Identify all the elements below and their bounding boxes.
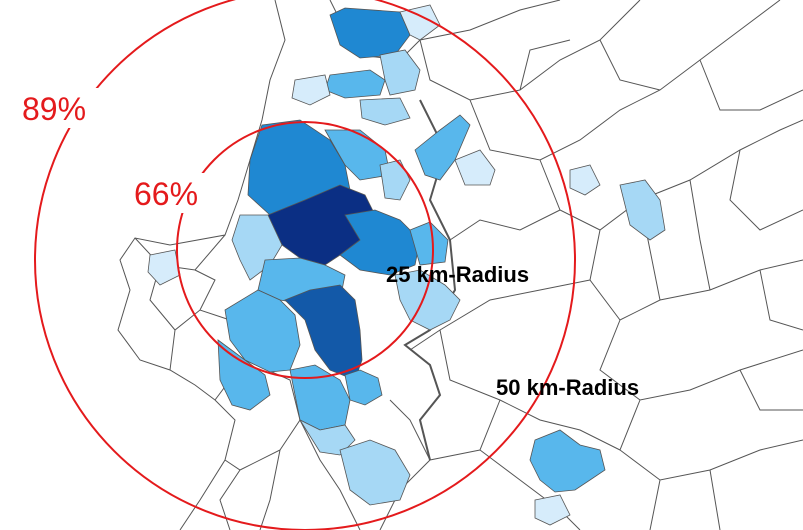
district-west-light [147, 249, 181, 286]
district-southeast-light [534, 494, 571, 526]
district-east-far-small [569, 164, 601, 196]
district-south-4 [339, 439, 411, 506]
outer-share-bg [18, 88, 106, 128]
district-south-2 [298, 419, 356, 456]
district-south-dark [284, 284, 363, 381]
district-east-border [394, 269, 461, 331]
district-north-2 [324, 69, 386, 99]
district-core-east [339, 209, 421, 276]
inner-share-bg [130, 173, 218, 213]
inner-radius-label: 25 km-Radius [386, 262, 529, 287]
district-boundaries [329, 0, 803, 530]
district-east-far [619, 179, 666, 241]
outer-radius-circle [34, 0, 576, 530]
district-ne-strip [414, 114, 471, 181]
district-ne-light [454, 149, 496, 186]
district-north-top-right [399, 4, 441, 41]
coastline [117, 0, 286, 530]
outer-share-label: 89% [22, 91, 86, 127]
inner-radius-circle [176, 121, 434, 379]
radius-circles [34, 0, 576, 530]
district-north-top [329, 7, 411, 59]
district-west-low [217, 339, 271, 411]
district-south-3 [344, 369, 383, 406]
inner-share-label: 66% [134, 176, 198, 212]
district-south-west [224, 289, 301, 373]
land-boundaries [117, 0, 803, 530]
outer-radius-label: 50 km-Radius [496, 375, 639, 400]
district-north-3 [379, 49, 421, 96]
district-east-small [409, 221, 449, 266]
district-north-4 [291, 74, 331, 106]
district-north-5 [359, 97, 411, 126]
district-southeast [529, 429, 606, 493]
